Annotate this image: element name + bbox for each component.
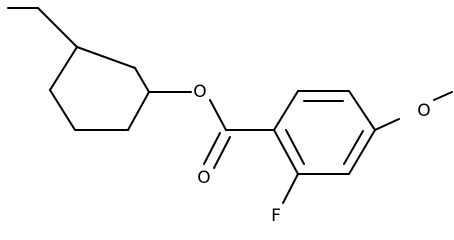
bond-benzene-to-fluorine xyxy=(282,173,299,204)
bond-ring-3 xyxy=(127,91,150,131)
ethyl-group xyxy=(7,7,78,48)
bond-benzene-6 xyxy=(273,129,299,175)
cyclohexane-ring xyxy=(49,46,150,131)
bond-benzene-inner-right xyxy=(343,130,364,165)
bond-benzene-1 xyxy=(273,90,299,131)
bond-methoxy-methyl xyxy=(433,91,453,101)
bond-benzene-inner-left xyxy=(285,129,305,165)
bond-ring-6 xyxy=(49,46,78,91)
methoxy-oxygen-label: O xyxy=(417,101,430,121)
carbonyl-oxygen-label: O xyxy=(197,168,210,188)
ester-oxygen-label: O xyxy=(193,82,206,102)
bond-ring-1 xyxy=(76,46,136,69)
benzene-ring xyxy=(273,90,376,175)
carbonyl-group: O xyxy=(197,132,231,188)
bond-benzene-3 xyxy=(348,90,376,131)
bond-benzene-4 xyxy=(348,129,376,175)
bond-carbonyl-double-1 xyxy=(203,132,221,165)
bond-carbonyl-double-2 xyxy=(213,136,231,169)
fluorine-label: F xyxy=(271,206,281,226)
bond-ring-2 xyxy=(134,67,150,93)
bond-ring-5 xyxy=(49,89,76,131)
chemical-structure-diagram: O O O F xyxy=(7,7,453,226)
bond-ester-oxygen-to-carbonyl xyxy=(209,99,227,131)
bond-benzene-to-methoxy-oxygen xyxy=(374,118,400,131)
bond-ethyl-ch2-ring xyxy=(37,7,78,48)
